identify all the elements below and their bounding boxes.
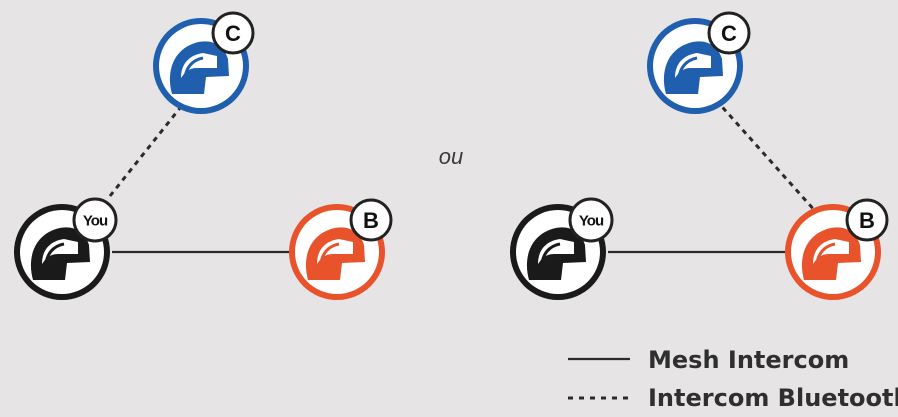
node-c-d2: C	[647, 11, 751, 114]
node-badge: C	[707, 11, 751, 55]
helmet-icon	[526, 227, 586, 280]
legend-mesh-intercom: Mesh Intercom	[648, 346, 850, 374]
node-b-d2: B	[785, 198, 889, 300]
node-badge-label: You	[83, 212, 108, 229]
node-badge-label: B	[363, 208, 379, 233]
helmet-icon	[305, 227, 365, 280]
node-badge-label: B	[859, 208, 875, 233]
node-badge: B	[349, 198, 393, 242]
node-badge: You	[72, 197, 118, 243]
node-badge: B	[845, 198, 889, 242]
helmet-icon	[801, 227, 861, 280]
or-separator: ou	[438, 144, 464, 169]
link-dashed-1	[108, 107, 182, 197]
node-you-d1: You	[14, 197, 118, 300]
node-b-d1: B	[289, 198, 393, 300]
legend-intercom-bluetooth: Intercom Bluetooth	[648, 384, 898, 412]
node-badge-label: C	[225, 21, 241, 46]
node-c-d1: C	[153, 11, 255, 114]
node-badge: You	[568, 197, 614, 243]
helmet-icon	[169, 41, 229, 94]
node-badge: C	[211, 11, 255, 55]
link-dashed-2	[714, 99, 818, 213]
node-you-d2: You	[510, 197, 614, 300]
node-badge-label: C	[721, 21, 737, 46]
helmet-icon	[663, 41, 723, 94]
helmet-icon	[30, 227, 91, 280]
node-badge-label: You	[579, 212, 604, 229]
